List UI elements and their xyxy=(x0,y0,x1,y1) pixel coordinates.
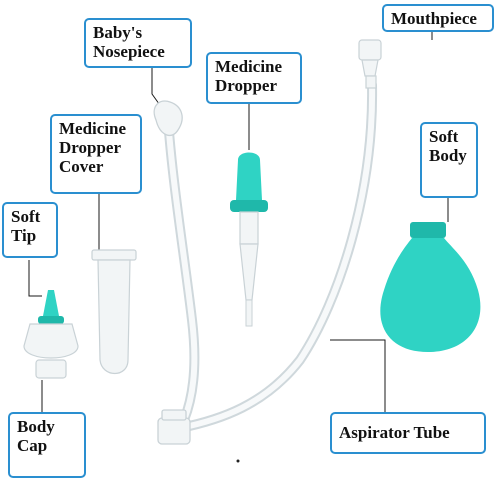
short-tube-inner xyxy=(165,115,198,423)
medicine-dropper-cover-part xyxy=(91,249,137,375)
label-mouthpiece: Mouthpiece xyxy=(382,4,494,32)
soft-body-part xyxy=(380,222,481,352)
body-cap-part xyxy=(157,409,191,445)
mouthpiece xyxy=(358,39,382,89)
label-soft-tip: Soft Tip xyxy=(2,202,58,258)
medicine-dropper-part xyxy=(230,152,268,327)
dot xyxy=(236,459,240,463)
leader-soft-tip xyxy=(28,260,42,297)
leader-aspirator-tube xyxy=(330,339,386,412)
label-medicine-dropper: Medicine Dropper xyxy=(206,52,302,104)
leader-lines xyxy=(28,30,449,412)
label-babys-nosepiece: Baby's Nosepiece xyxy=(84,18,192,68)
label-body-cap: Body Cap xyxy=(8,412,86,478)
babys-nosepiece xyxy=(153,100,183,137)
aspirator-tube-inner xyxy=(177,82,376,431)
aspirator-tube-outer xyxy=(175,80,378,433)
label-aspirator-tube: Aspirator Tube xyxy=(330,412,486,454)
soft-tip-part xyxy=(23,290,79,379)
label-soft-body: Soft Body xyxy=(420,122,478,198)
label-medicine-dropper-cover: Medicine Dropper Cover xyxy=(50,114,142,194)
